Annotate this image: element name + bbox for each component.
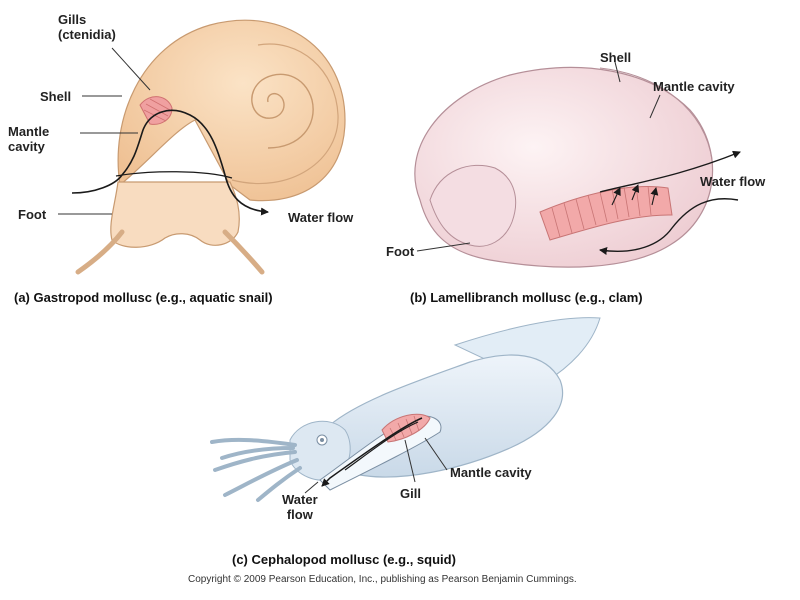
label-mantle-line2: cavity [8, 139, 45, 154]
snail-tentacle-right [222, 229, 265, 275]
squid-illustration [210, 317, 601, 502]
label-clam-shell: Shell [600, 50, 632, 65]
snail-tentacle-left [75, 229, 125, 275]
snail-shell-spiral-outer [231, 43, 339, 185]
label-clam-foot: Foot [386, 244, 415, 259]
label-gills-line2: (ctenidia) [58, 27, 116, 42]
caption-panel-a: (a) Gastropod mollusc (e.g., aquatic sna… [14, 290, 273, 305]
panel-a-leaders [58, 47, 151, 215]
panel-c-leaders [304, 437, 448, 494]
caption-panel-b: (b) Lamellibranch mollusc (e.g., clam) [410, 290, 643, 305]
snail-shell-spiral [251, 73, 314, 149]
caption-a-text: Gastropod mollusc (e.g., aquatic snail) [33, 290, 273, 305]
squid-head [289, 420, 351, 481]
label-squid-water-flow: Water flow [282, 492, 318, 522]
label-water-line1: Water [282, 492, 318, 507]
copyright-notice: Copyright © 2009 Pearson Education, Inc.… [188, 574, 577, 585]
label-snail-foot: Foot [18, 207, 47, 222]
caption-c-text: Cephalopod mollusc (e.g., squid) [251, 552, 456, 567]
clam-flow-arrow-2 [631, 184, 640, 201]
caption-panel-c: (c) Cephalopod mollusc (e.g., squid) [232, 552, 456, 567]
squid-arms [210, 437, 302, 502]
snail-head [110, 181, 240, 248]
squid-fin [453, 317, 601, 386]
caption-a-letter: (a) [14, 290, 30, 305]
squid-water-flow-path [321, 417, 423, 487]
label-snail-mantle-cavity: Mantle cavity [8, 124, 49, 154]
snail-water-flow-path [71, 109, 269, 216]
label-snail-shell: Shell [40, 89, 72, 104]
label-gills: Gills (ctenidia) [58, 12, 116, 42]
clam-illustration [414, 66, 741, 268]
label-squid-gill: Gill [400, 486, 421, 501]
label-water-line2: flow [286, 507, 313, 522]
caption-b-letter: (b) [410, 290, 427, 305]
snail-illustration [71, 19, 346, 275]
caption-c-letter: (c) [232, 552, 248, 567]
label-mantle-line1: Mantle [8, 124, 50, 139]
label-clam-water-flow: Water flow [700, 174, 766, 189]
snail-mantle-collar [115, 171, 233, 179]
caption-b-text: Lamellibranch mollusc (e.g., clam) [430, 290, 643, 305]
clam-gill [539, 186, 673, 241]
label-snail-water-flow: Water flow [288, 210, 354, 225]
snail-gill [139, 96, 173, 125]
clam-flow-arrow-3 [650, 187, 659, 206]
squid-pupil [320, 438, 324, 442]
squid-water-flow-inner [344, 421, 419, 471]
clam-foot [429, 164, 517, 247]
panel-b-leaders [416, 61, 661, 252]
clam-flow-arrow-1 [611, 187, 621, 206]
clam-shell-edge [599, 67, 713, 161]
label-gills-line1: Gills [58, 12, 87, 27]
label-squid-mantle-cavity: Mantle cavity [450, 465, 532, 480]
clam-water-flow-in [599, 198, 739, 255]
label-clam-mantle-cavity: Mantle cavity [653, 79, 735, 94]
snail-shell [117, 19, 346, 202]
